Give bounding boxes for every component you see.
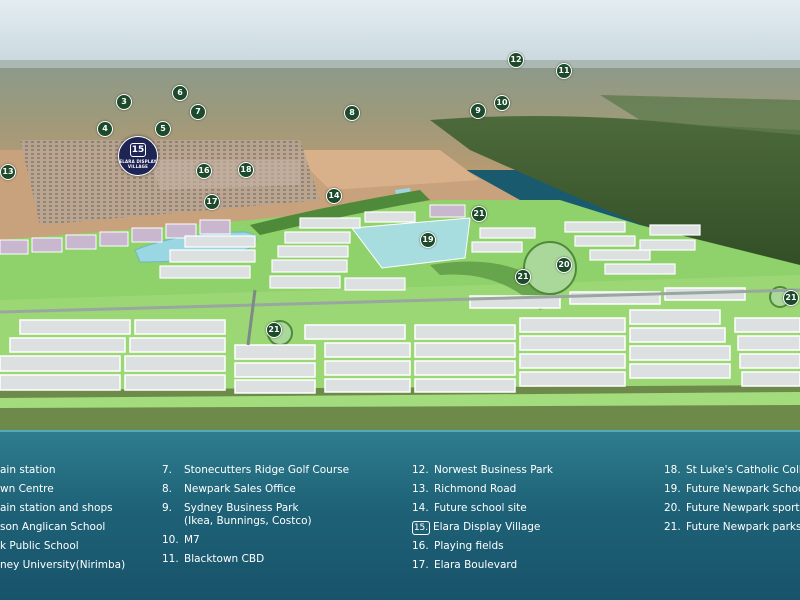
legend-item-18: 18.St Luke's Catholic Colle <box>664 464 800 476</box>
legend-item-21: 21.Future Newpark parks <box>664 521 800 533</box>
legend-item-2: wn Centre <box>0 483 54 495</box>
aerial-photo-illustration <box>0 0 800 430</box>
map-marker-10[interactable]: 10 <box>494 95 510 111</box>
display-village-label-2: VILLAGE <box>127 164 149 169</box>
legend-item-5: k Public School <box>0 540 79 552</box>
legend-item-8: 8.Newpark Sales Office <box>162 483 296 495</box>
map-legend: ain station wn Centre ain station and sh… <box>0 430 800 600</box>
map-marker-13[interactable]: 13 <box>0 164 16 180</box>
map-marker-11[interactable]: 11 <box>556 63 572 79</box>
legend-item-10: 10.M7 <box>162 534 200 546</box>
map-marker-14[interactable]: 14 <box>326 188 342 204</box>
legend-item-6: ney University(Nirimba) <box>0 559 126 571</box>
legend-item-16: 16.Playing fields <box>412 540 504 552</box>
legend-item-20: 20.Future Newpark sportin <box>664 502 800 514</box>
legend-item-1: ain station <box>0 464 56 476</box>
display-village-marker[interactable]: 15 ELARA DISPLAY VILLAGE <box>118 136 158 176</box>
map-marker-19[interactable]: 19 <box>420 232 436 248</box>
legend-item-14: 14.Future school site <box>412 502 527 514</box>
map-marker-8[interactable]: 8 <box>344 105 360 121</box>
map-marker-20[interactable]: 20 <box>556 257 572 273</box>
map-marker-9[interactable]: 9 <box>470 103 486 119</box>
map-marker-5[interactable]: 5 <box>155 121 171 137</box>
map-marker-3[interactable]: 3 <box>116 94 132 110</box>
display-village-label-1: ELARA DISPLAY <box>119 159 157 164</box>
map-marker-21[interactable]: 21 <box>266 322 282 338</box>
map-marker-7[interactable]: 7 <box>190 104 206 120</box>
legend-item-4: son Anglican School <box>0 521 106 533</box>
aerial-masterplan-map: 3 4 5 6 7 8 9 10 11 12 13 14 16 17 18 19… <box>0 0 800 430</box>
legend-item-19: 19.Future Newpark School <box>664 483 800 495</box>
legend-item-9-detail: (Ikea, Bunnings, Costco) <box>184 515 312 527</box>
legend-item-12: 12.Norwest Business Park <box>412 464 553 476</box>
legend-item-9: 9.Sydney Business Park <box>162 502 299 514</box>
legend-item-7: 7.Stonecutters Ridge Golf Course <box>162 464 350 476</box>
map-marker-16[interactable]: 16 <box>196 163 212 179</box>
legend-item-11: 11.Blacktown CBD <box>162 553 265 565</box>
map-marker-21[interactable]: 21 <box>471 206 487 222</box>
map-marker-12[interactable]: 12 <box>508 52 524 68</box>
legend-item-17: 17.Elara Boulevard <box>412 559 518 571</box>
legend-item-13: 13.Richmond Road <box>412 483 517 495</box>
legend-item-15: 15.Elara Display Village <box>412 521 541 535</box>
legend-item-3: ain station and shops <box>0 502 113 514</box>
map-marker-6[interactable]: 6 <box>172 85 188 101</box>
map-marker-21[interactable]: 21 <box>515 269 531 285</box>
map-marker-17[interactable]: 17 <box>204 194 220 210</box>
map-marker-21[interactable]: 21 <box>783 290 799 306</box>
map-marker-18[interactable]: 18 <box>238 162 254 178</box>
map-marker-4[interactable]: 4 <box>97 121 113 137</box>
display-village-number: 15 <box>130 143 146 157</box>
